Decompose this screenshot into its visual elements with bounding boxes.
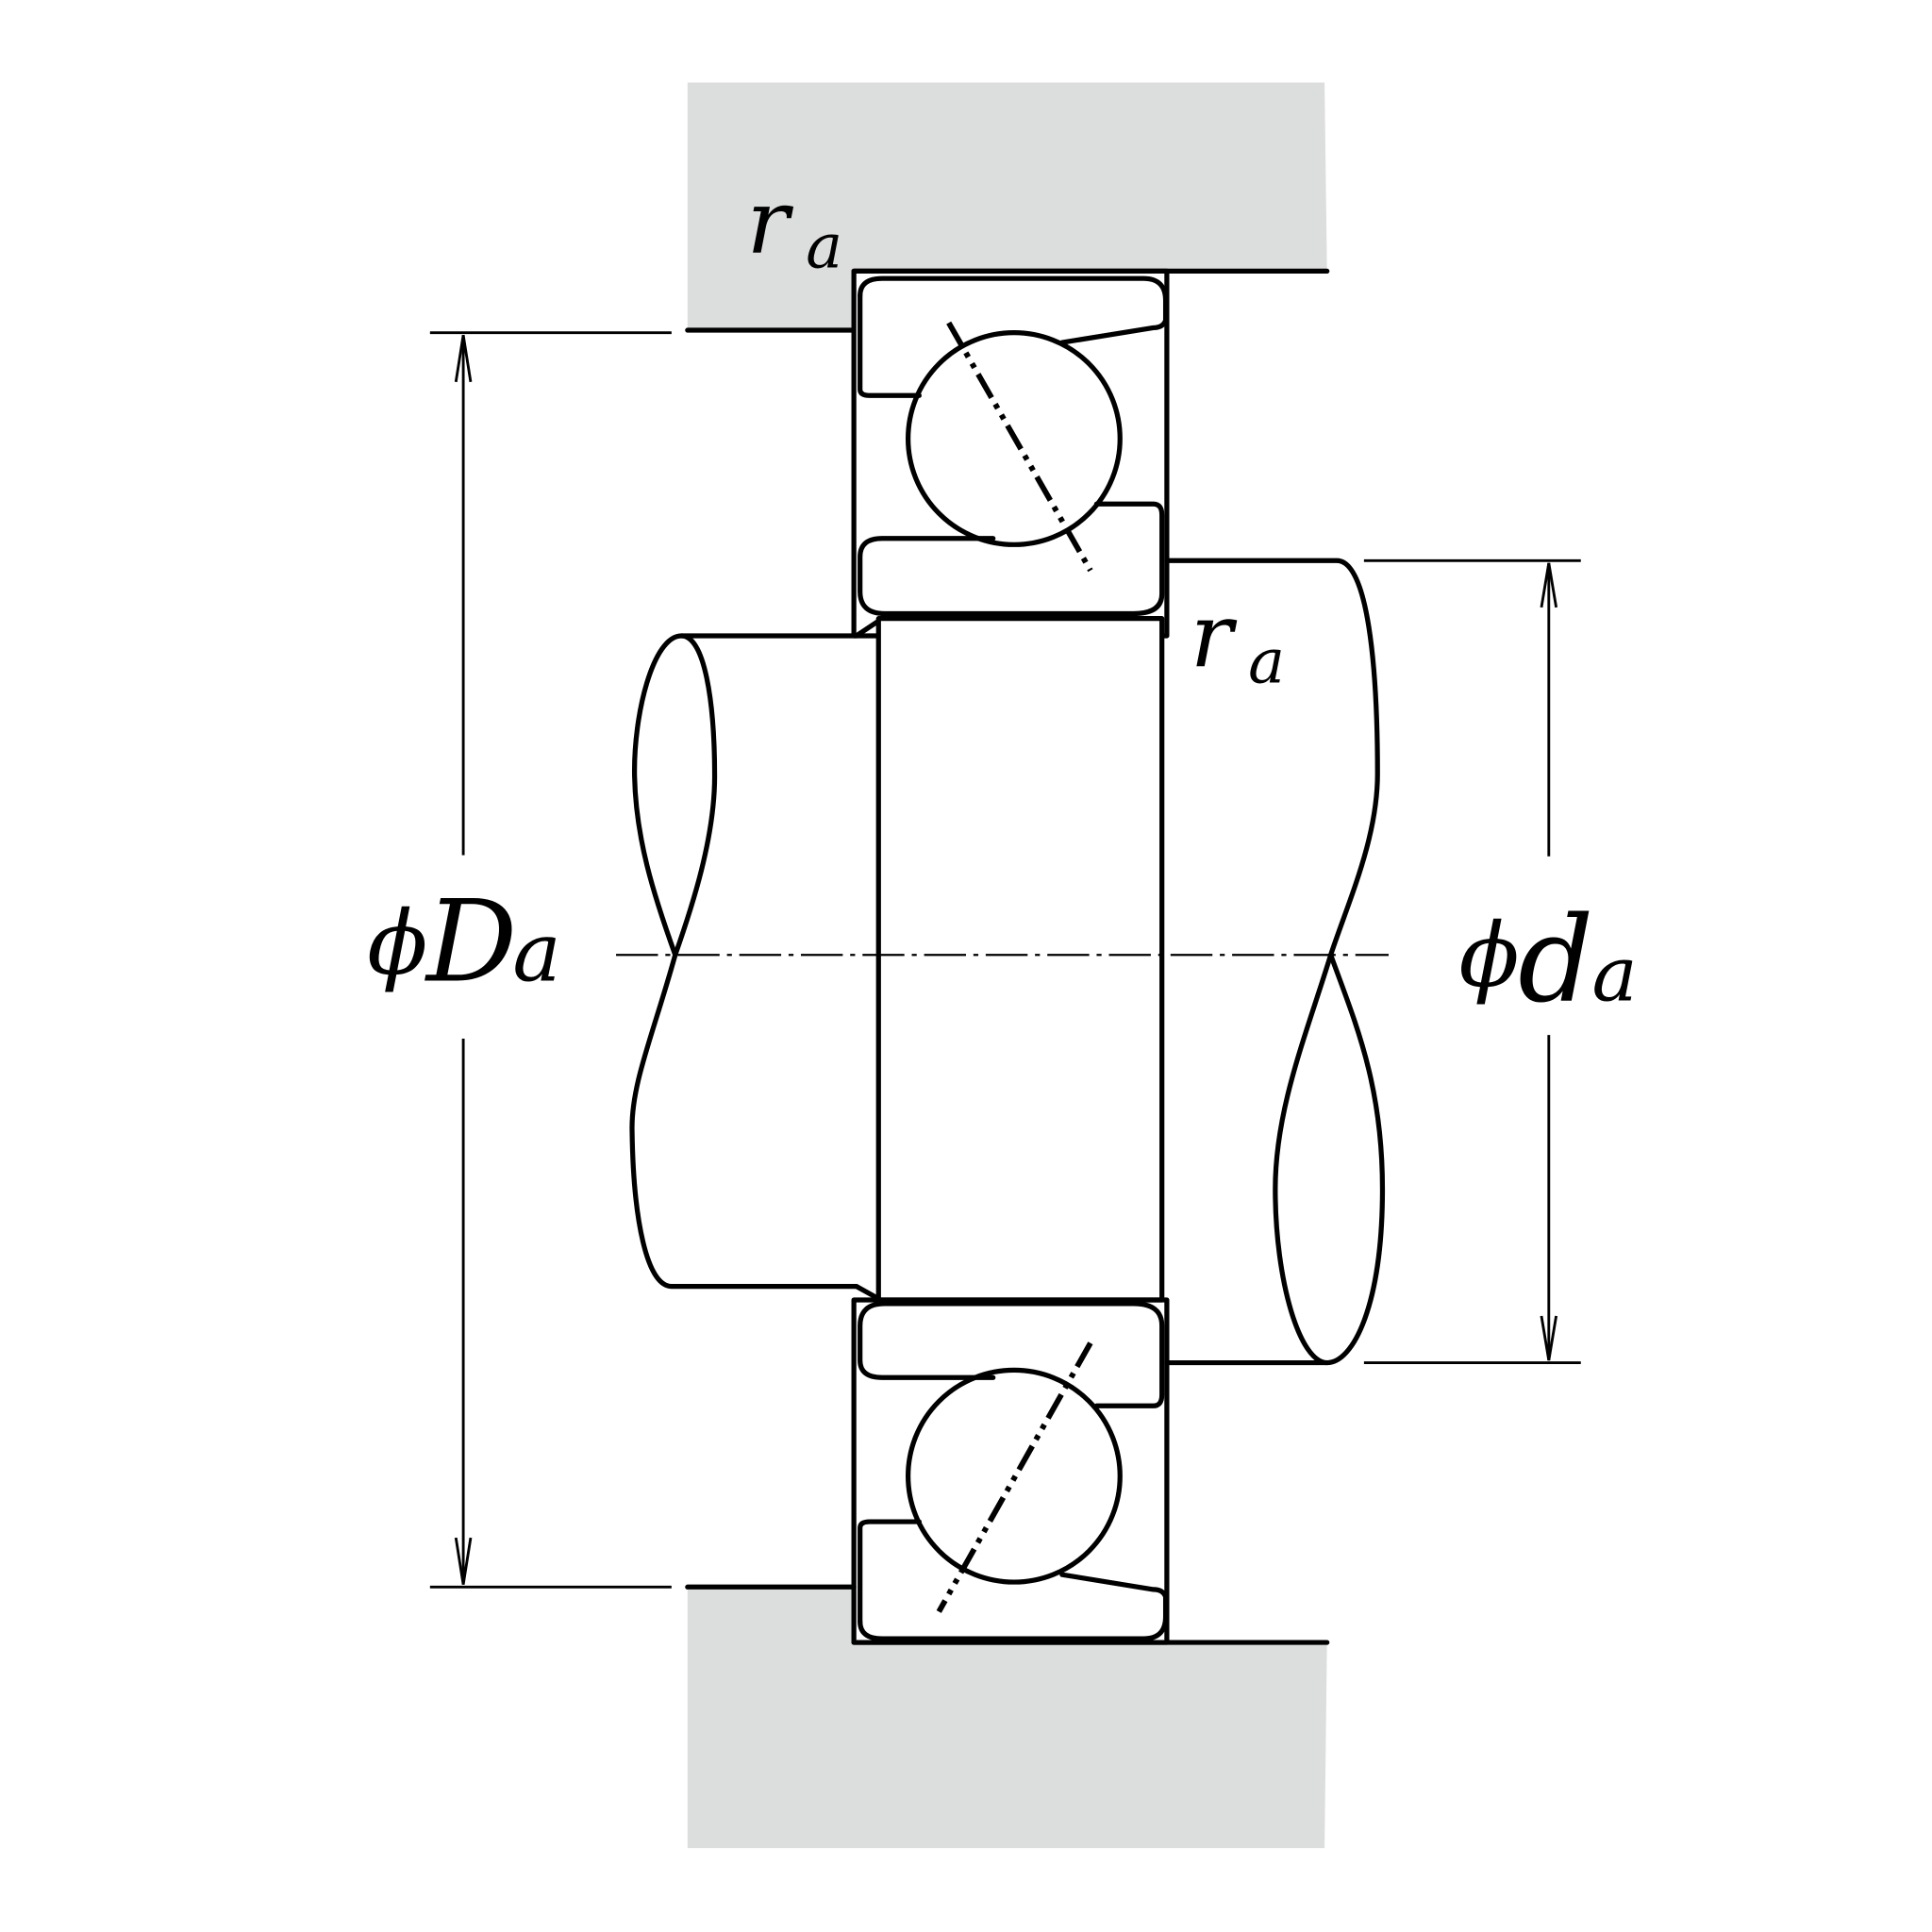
ball-bottom (906, 1367, 1123, 1585)
ra-top-label: r (747, 172, 794, 275)
ball-top (906, 330, 1123, 547)
da-label: d (1518, 891, 1593, 1029)
ra-right-subscript: a (1248, 626, 1285, 698)
Da-label: D (425, 876, 517, 1008)
housing-top (687, 82, 1327, 331)
ra-top-subscript: a (806, 210, 842, 282)
bearing-bottom-section (851, 1283, 1170, 1645)
Da-dimension (429, 331, 672, 1589)
ra-right-label: r (1191, 586, 1238, 689)
da-dimension (1363, 558, 1581, 1365)
Da-subscript: a (512, 907, 560, 1001)
da-phi: ϕ (1458, 905, 1519, 1008)
bearing-top-section (851, 268, 1170, 639)
Da-phi: ϕ (367, 892, 427, 995)
inner-ring (875, 616, 1165, 1303)
da-subscript: a (1592, 931, 1638, 1020)
housing-bottom (687, 1587, 1327, 1849)
